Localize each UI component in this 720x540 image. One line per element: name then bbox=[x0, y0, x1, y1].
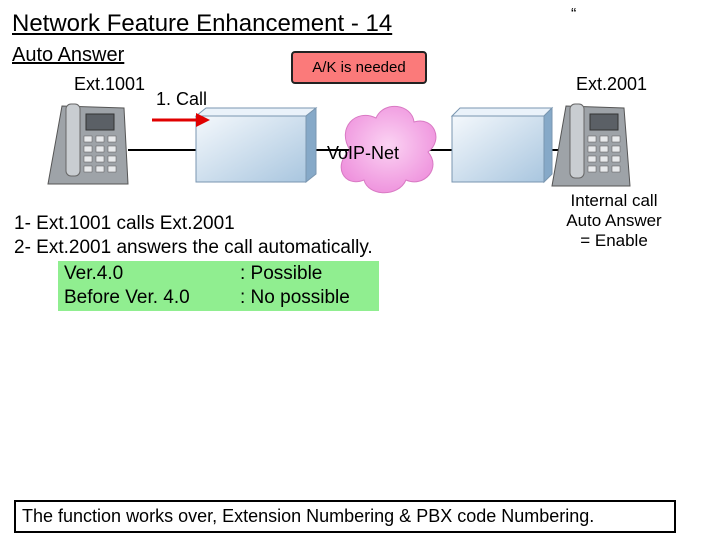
settings-line: Auto Answer bbox=[566, 211, 662, 230]
call-label: 1. Call bbox=[156, 89, 208, 109]
voip-cloud-icon bbox=[340, 105, 437, 194]
left-extension-label: Ext.1001 bbox=[74, 74, 146, 94]
call-arrow bbox=[152, 113, 210, 127]
footer-note-box: The function works over, Extension Numbe… bbox=[14, 500, 676, 533]
version-name: Ver.4.0 bbox=[64, 263, 124, 284]
footer-note: The function works over, Extension Numbe… bbox=[22, 506, 595, 526]
version-support-box: Ver.4.0 : Possible Before Ver. 4.0 : No … bbox=[58, 261, 379, 311]
settings-line: Internal call bbox=[570, 191, 658, 210]
version-result: : Possible bbox=[240, 263, 323, 284]
right-extension-label: Ext.2001 bbox=[576, 74, 648, 94]
quote-mark: “ bbox=[571, 6, 577, 23]
settings-line: = Enable bbox=[580, 231, 648, 250]
left-phone-icon bbox=[47, 103, 129, 185]
ak-needed-box: A/K is needed bbox=[291, 51, 427, 84]
section-subtitle: Auto Answer bbox=[12, 44, 125, 66]
version-name: Before Ver. 4.0 bbox=[64, 287, 190, 308]
step-item: 1- Ext.1001 calls Ext.2001 bbox=[14, 213, 235, 234]
step-item: 2- Ext.2001 answers the call automatical… bbox=[14, 237, 373, 258]
steps-list: 1- Ext.1001 calls Ext.2001 2- Ext.2001 a… bbox=[14, 212, 373, 260]
right-phone-icon bbox=[551, 103, 631, 187]
right-pbx-icon bbox=[450, 106, 554, 184]
page-title: Network Feature Enhancement - 14 bbox=[12, 10, 393, 37]
left-pbx-icon bbox=[194, 106, 318, 184]
ak-needed-label: A/K is needed bbox=[312, 59, 406, 76]
network-label: VoIP-Net bbox=[327, 143, 400, 163]
version-result: : No possible bbox=[240, 287, 350, 308]
auto-answer-settings: Internal call Auto Answer = Enable bbox=[540, 191, 688, 251]
